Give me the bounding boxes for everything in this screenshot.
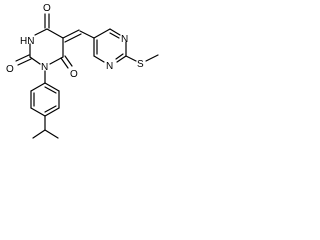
bond-c2-s xyxy=(125,55,137,62)
sulfur-label: S xyxy=(137,59,144,70)
pyrimidine-n-lower-label: N xyxy=(106,61,113,72)
bond-ar6-ar1-inner xyxy=(44,86,57,94)
bond-c4-c5 xyxy=(46,28,64,39)
bond-ar6-ar1 xyxy=(44,82,60,92)
bond-p4-n3-inner xyxy=(109,32,120,39)
bond-c2-o-a xyxy=(15,54,30,62)
bond-c5-ch-a xyxy=(62,29,80,39)
bond-n1-c2 xyxy=(29,56,41,65)
methylthio-group xyxy=(125,54,159,62)
isopropylphenyl-group xyxy=(30,70,60,139)
bond-c5-ch-b xyxy=(64,33,82,43)
barbiturate-ring xyxy=(29,28,64,65)
pyrimidine-ring xyxy=(93,28,127,63)
chemical-structure: O HN O N O N N S xyxy=(6,3,159,139)
methylidene-linker xyxy=(62,29,95,43)
oxygen-label-bottom: O xyxy=(70,69,78,80)
bond-p4-n3 xyxy=(109,28,121,36)
bond-n3-c4 xyxy=(34,28,48,36)
bond-c6-o-b xyxy=(64,55,73,67)
bond-ch-pyr xyxy=(79,30,95,39)
bond-c6-o-a xyxy=(60,57,69,69)
oxygen-label-top: O xyxy=(43,3,51,14)
imide-nh-label: HN xyxy=(20,36,34,47)
bond-c2-o-b xyxy=(17,58,32,66)
bond-n1-c6 xyxy=(93,55,105,63)
bond-ar4-ar5 xyxy=(44,107,60,117)
bond-ar1-ar2 xyxy=(30,82,46,92)
bond-c2-n1 xyxy=(116,55,127,63)
bond-ch-me-right xyxy=(44,129,59,139)
bond-p5-p4 xyxy=(93,28,111,39)
bond-ar3-ar4 xyxy=(30,107,46,117)
imide-n-label: N xyxy=(41,62,48,73)
bond-c2-n1-inner xyxy=(115,53,124,60)
pyrimidine-n-upper-label: N xyxy=(121,34,128,45)
carbonyl-bonds xyxy=(15,13,73,69)
bond-ch-me-left xyxy=(32,129,46,139)
oxygen-label-left: O xyxy=(6,64,14,75)
bond-ar4-ar5-inner xyxy=(44,105,57,113)
bond-s-ch3 xyxy=(145,54,159,62)
